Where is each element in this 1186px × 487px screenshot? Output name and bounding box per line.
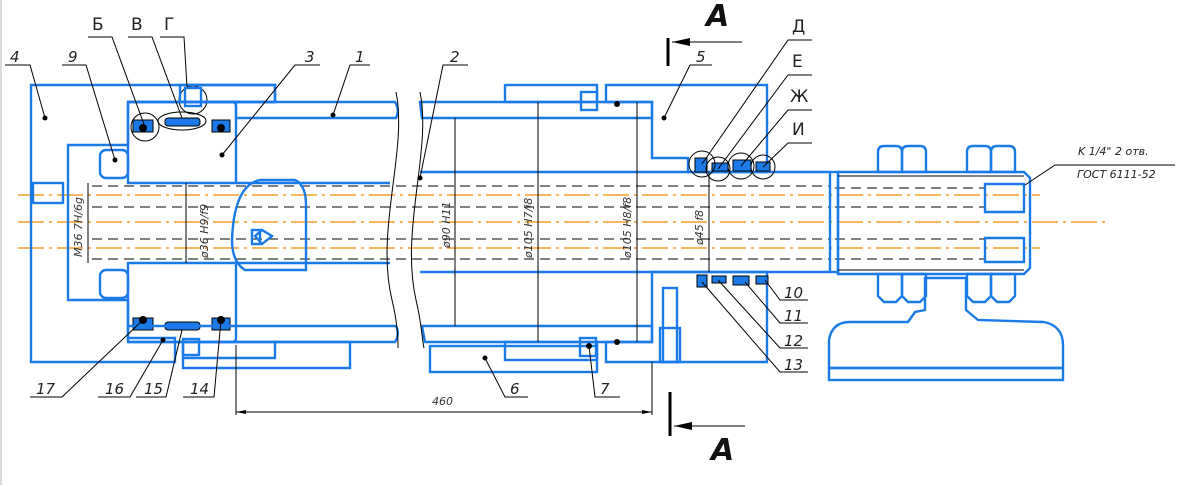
piston-seals: [132, 117, 231, 331]
label-part-14: 14: [190, 380, 209, 398]
label-part-12: 12: [784, 332, 803, 350]
label-part-5: 5: [696, 48, 706, 66]
rod-end-nuts: [876, 144, 1017, 304]
label-part-9: 9: [68, 48, 78, 66]
detail-callouts: Б В Г Д Е Ж И: [88, 15, 812, 144]
front-collar: [503, 83, 599, 112]
label-part-13: 13: [784, 356, 803, 374]
dim-d36: ø36 H9/f9: [198, 204, 211, 259]
mounting-foot[interactable]: [827, 276, 1065, 382]
callout-v: В: [131, 15, 143, 35]
callout-d: Д: [792, 17, 805, 37]
dim-length: 460: [432, 395, 453, 408]
part-5-front-head[interactable]: [604, 83, 769, 364]
part-6-sleeve[interactable]: [428, 340, 599, 374]
tube-flange-rear: [178, 83, 352, 370]
port-note: K 1/4" 2 отв. ГОСТ 6111-52: [1077, 145, 1156, 181]
label-part-16: 16: [105, 380, 124, 398]
label-part-17: 17: [36, 380, 56, 398]
section-label-bottom: A: [709, 433, 734, 468]
label-part-4: 4: [10, 48, 20, 66]
dimension-lines: [87, 102, 710, 415]
callout-zh: Ж: [790, 87, 808, 107]
rear-port: [31, 181, 65, 205]
dim-d105-h7: ø105 H7/j8: [522, 198, 535, 259]
label-part-2: 2: [450, 48, 460, 66]
port-note-line2: ГОСТ 6111-52: [1077, 168, 1156, 181]
part-labels: 4 9 3 1 2 5 10 11 12 13 17 16 15 14 6 7: [10, 48, 803, 398]
part-9-nut[interactable]: [98, 148, 130, 300]
port-note-line1: K 1/4" 2 отв.: [1078, 145, 1149, 158]
rod-end[interactable]: [828, 170, 1032, 276]
section-marker-top: A: [666, 0, 742, 66]
section-label-top: A: [704, 0, 729, 34]
callout-e: Е: [792, 52, 803, 72]
callout-i: И: [792, 120, 805, 140]
hidden-lines: [92, 185, 985, 260]
dim-d90: ø90 H11: [440, 202, 453, 250]
dim-d105-h8: ø105 H8/f8: [621, 197, 634, 259]
callout-g: Г: [164, 15, 174, 35]
section-marker-bottom: A: [668, 392, 745, 468]
break-lines: [386, 91, 425, 349]
label-part-3: 3: [305, 48, 315, 66]
detail-circles-left: [130, 85, 208, 142]
label-part-15: 15: [144, 380, 163, 398]
label-part-1: 1: [355, 48, 365, 66]
label-part-11: 11: [784, 307, 803, 325]
label-part-10: 10: [784, 284, 803, 302]
dim-thread-m36: M36 7H/6g: [72, 197, 85, 257]
label-part-7: 7: [600, 380, 610, 398]
axis-lines: [18, 194, 1110, 249]
dim-d45: ø45 f8: [693, 210, 706, 246]
label-part-6: 6: [510, 380, 520, 398]
callout-b: Б: [92, 15, 104, 35]
